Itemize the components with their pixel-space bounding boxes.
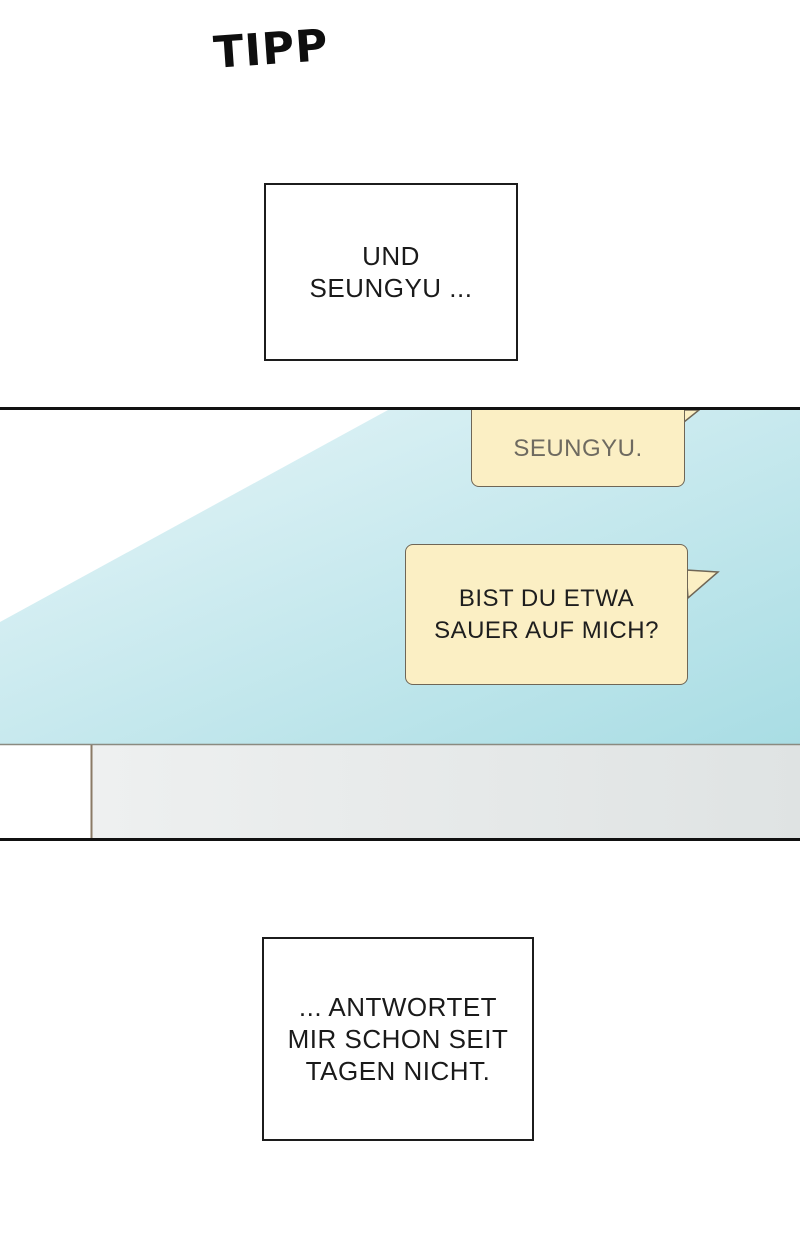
chat-bubble-sent: SEUNGYU. [471,410,685,487]
caption-line: ... ANTWORTET [298,992,498,1022]
chat-bubble-text: BIST DU ETWA [458,584,635,612]
caption-line: TAGEN NICHT. [305,1056,491,1086]
chat-bubble-sent: BIST DU ETWA SAUER AUF MICH? [405,544,688,685]
caption-line: UND [362,241,420,271]
chat-bubble-text: SEUNGYU. [513,434,643,462]
phone-chat-panel: SEUNGYU. BIST DU ETWA SAUER AUF MICH? [0,407,800,841]
caption-line: MIR SCHON SEIT [287,1024,509,1054]
chat-bubble-text: SAUER AUF MICH? [434,616,659,644]
narration-box-1: UND SEUNGYU ... [264,183,518,361]
speech-tail-icon [685,569,720,600]
sound-effect-tipp: TIPP [212,19,331,79]
narration-box-2: ... ANTWORTET MIR SCHON SEIT TAGEN NICHT… [262,937,534,1141]
caption-line: SEUNGYU ... [309,273,473,303]
